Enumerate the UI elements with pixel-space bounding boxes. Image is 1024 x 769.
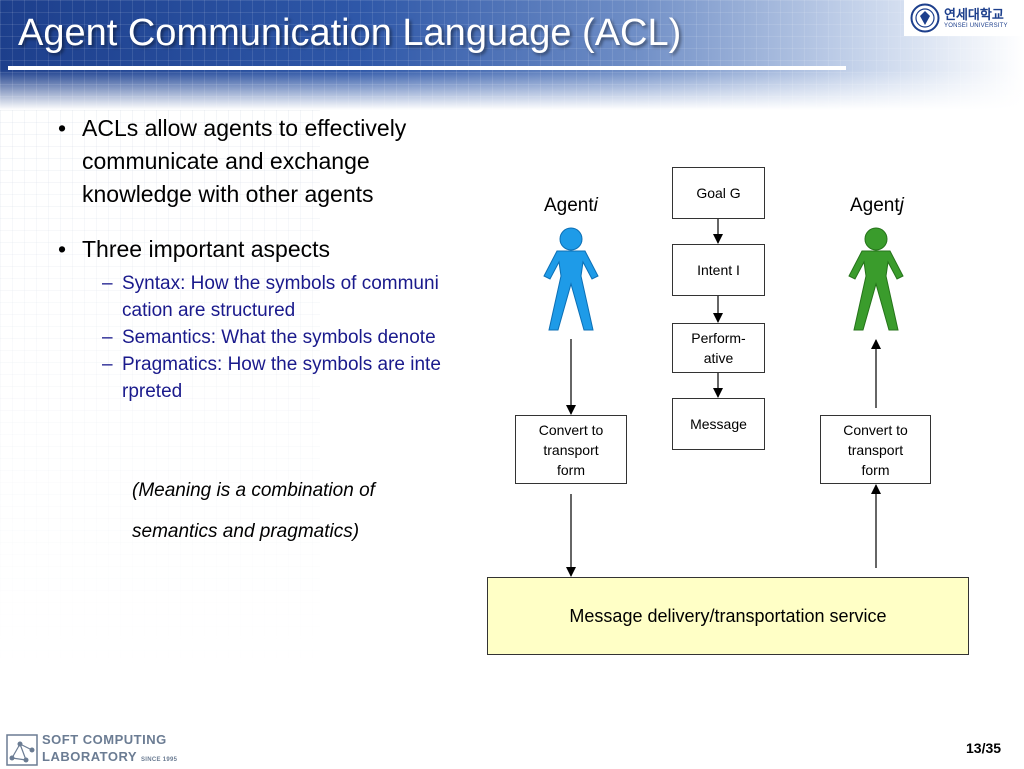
agent-j-label-base: Agent <box>850 195 900 216</box>
title-underline <box>8 66 846 70</box>
lab-name-line-2-text: LABORATORY <box>42 749 137 764</box>
sub-bullet-line: Syntax: How the symbols of communi <box>122 273 439 294</box>
bullet-line: ACLs allow agents to effectively <box>82 115 407 141</box>
bullet-acl-definition: • ACLs allow agents to effectively commu… <box>58 112 498 211</box>
note-line-1: (Meaning is a combination of <box>132 480 375 501</box>
convert-box-left: Convert to transport form <box>515 415 627 484</box>
agent-i-figure-icon <box>543 227 599 331</box>
dash-icon: – <box>102 327 113 348</box>
agent-j-label: Agentj <box>850 195 904 217</box>
convert-left-line: Convert to <box>538 421 604 438</box>
page-number: 13/35 <box>966 740 1002 756</box>
convert-right-line: Convert to <box>843 421 908 438</box>
slide-title: Agent Communication Language (ACL) <box>18 12 682 54</box>
agent-i-label-base: Agent <box>544 195 594 216</box>
bullet-line: Three important aspects <box>82 236 331 262</box>
message-delivery-box: Message delivery/transportation service <box>487 577 969 655</box>
goal-box-label: Goal G <box>696 185 741 201</box>
convert-left-line: form <box>557 461 585 478</box>
performative-box-line-2: ative <box>703 350 734 366</box>
side-grid-pattern <box>0 110 320 670</box>
sub-bullet-line: cation are structured <box>122 300 296 321</box>
soft-computing-lab-logo: SOFT COMPUTING LABORATORY SINCE 1995 <box>6 731 177 769</box>
yonsei-emblem-icon <box>910 3 940 33</box>
sub-bullet-list: – Syntax: How the symbols of communi cat… <box>82 270 498 405</box>
performative-box: Perform- ative <box>672 323 765 373</box>
convert-box-right: Convert to transport form <box>820 415 931 484</box>
sub-bullet-pragmatics: – Pragmatics: How the symbols are inte r… <box>58 351 498 405</box>
bullet-dot-icon: • <box>58 115 67 141</box>
sub-bullet-line: Semantics: What the symbols denote <box>122 327 436 348</box>
dash-icon: – <box>102 273 113 294</box>
lab-name-line-2: LABORATORY SINCE 1995 <box>42 748 177 769</box>
convert-right-line: form <box>861 461 890 478</box>
agent-i-label-suffix: i <box>593 195 598 216</box>
lab-since: SINCE 1995 <box>140 757 178 763</box>
sub-bullet-line: rpreted <box>122 381 183 402</box>
performative-box-line-1: Perform- <box>691 330 746 346</box>
bullet-three-aspects: • Three important aspects – Syntax: How … <box>58 233 498 405</box>
bullet-line: communicate and exchange <box>82 148 370 174</box>
message-delivery-label: Message delivery/transportation service <box>569 605 887 626</box>
logo-english-text: YONSEI UNIVERSITY <box>944 22 1008 29</box>
sub-bullet-syntax: – Syntax: How the symbols of communi cat… <box>58 270 498 324</box>
agent-j-figure-icon <box>848 227 904 331</box>
dash-icon: – <box>102 354 113 375</box>
message-box: Message <box>672 398 765 450</box>
bullet-list: • ACLs allow agents to effectively commu… <box>58 112 498 405</box>
goal-box: Goal G <box>672 167 765 219</box>
header-fade <box>0 70 1024 110</box>
note-line-2: semantics and pragmatics) <box>132 521 360 542</box>
agent-j-label-suffix: j <box>899 195 904 216</box>
bullet-line: knowledge with other agents <box>82 181 374 207</box>
convert-left-line: transport <box>543 441 599 458</box>
sub-bullet-line: Pragmatics: How the symbols are inte <box>122 354 441 375</box>
intent-box-label: Intent I <box>697 262 740 278</box>
lab-name-line-1: SOFT COMPUTING <box>42 732 167 747</box>
message-box-label: Message <box>690 416 747 432</box>
logo-korean-text: 연세대학교 <box>944 6 1004 22</box>
network-nodes-icon <box>6 734 38 766</box>
sub-bullet-semantics: – Semantics: What the symbols denote <box>58 324 498 351</box>
agent-i-label: Agenti <box>544 195 598 217</box>
bullet-dot-icon: • <box>58 236 67 262</box>
convert-right-line: transport <box>847 441 904 458</box>
yonsei-logo: 연세대학교 YONSEI UNIVERSITY <box>904 0 1022 36</box>
intent-box: Intent I <box>672 244 765 296</box>
